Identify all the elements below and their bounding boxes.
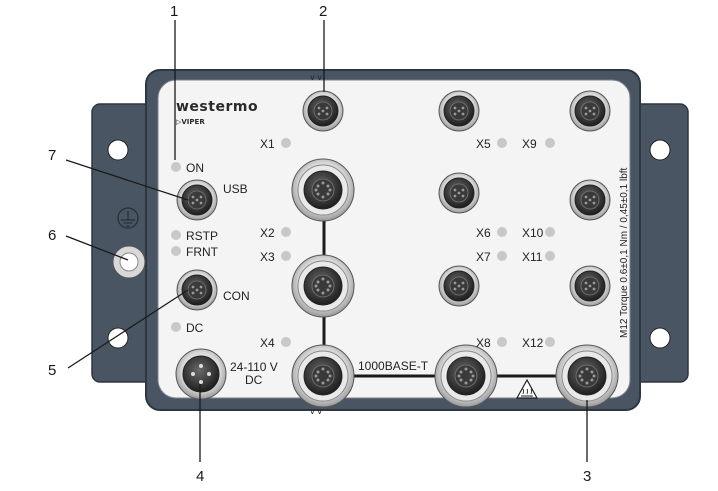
svg-text:v v: v v <box>310 407 322 416</box>
label-x1: X1 <box>260 137 275 151</box>
label-x5: X5 <box>476 137 491 151</box>
port-x8-connector <box>434 344 498 408</box>
led-x2 <box>281 227 291 237</box>
leds <box>171 138 555 347</box>
label-x3: X3 <box>260 250 275 264</box>
label-frnt: FRNT <box>186 245 219 259</box>
port-x2-connector <box>291 158 355 222</box>
callout-4: 4 <box>196 468 204 485</box>
led-rstp <box>171 230 181 240</box>
mount-hole <box>107 139 129 161</box>
callout-6: 6 <box>48 227 56 244</box>
label-x7: X7 <box>476 250 491 264</box>
housing: v v v v <box>91 69 689 416</box>
mount-hole <box>649 139 671 161</box>
led-x1 <box>281 138 291 148</box>
led-x4 <box>281 337 291 347</box>
port-x9-connector <box>569 90 611 132</box>
label-x4: X4 <box>260 336 275 350</box>
led-x10 <box>545 227 555 237</box>
label-power-type: DC <box>245 373 263 387</box>
label-usb: USB <box>223 182 248 196</box>
label-x8: X8 <box>476 336 491 350</box>
label-x11: X11 <box>522 250 543 264</box>
callout-3: 3 <box>583 468 591 485</box>
led-x3 <box>281 251 291 261</box>
led-x6 <box>497 227 507 237</box>
label-dc: DC <box>186 321 204 335</box>
bus-label: 1000BASE-T <box>358 359 429 373</box>
led-x11 <box>545 251 555 261</box>
led-dc <box>171 322 181 332</box>
port-x1-connector <box>302 90 344 132</box>
label-x6: X6 <box>476 226 491 240</box>
port-x10-connector <box>569 179 611 221</box>
front-panel <box>157 79 631 399</box>
label-x12: X12 <box>522 336 544 350</box>
led-frnt <box>171 246 181 256</box>
label-power-voltage: 24-110 V <box>230 360 278 374</box>
led-on <box>171 162 181 172</box>
led-x7 <box>497 251 507 261</box>
callout-5: 5 <box>48 362 56 379</box>
led-x9 <box>545 138 555 148</box>
console-connector <box>176 269 218 311</box>
led-x5 <box>497 138 507 148</box>
usb-connector <box>176 179 218 221</box>
port-x7-connector <box>438 265 480 307</box>
torque-note: M12 Torque 0.6±0,1 Nm / 0,45±0,1 lbft <box>619 167 630 338</box>
port-x6-connector <box>438 172 480 214</box>
brand-model: ▷VIPER <box>176 118 205 126</box>
port-x12-connector <box>555 344 619 408</box>
label-rstp: RSTP <box>186 229 218 243</box>
led-x8 <box>497 337 507 347</box>
svg-text:v v: v v <box>310 73 322 82</box>
port-x4-connector <box>291 344 355 408</box>
port-x3-connector <box>291 254 355 318</box>
hot-surface-warning-icon <box>515 378 539 399</box>
label-x9: X9 <box>522 137 537 151</box>
led-x12 <box>545 337 555 347</box>
callout-7: 7 <box>48 147 56 164</box>
callout-1: 1 <box>170 3 178 20</box>
power-connector <box>175 348 227 400</box>
mount-hole <box>649 327 671 349</box>
label-con: CON <box>223 289 250 303</box>
leader-lines <box>65 20 588 462</box>
callout-2: 2 <box>319 3 327 20</box>
label-on: ON <box>186 161 204 175</box>
label-x10: X10 <box>522 226 544 240</box>
label-x2: X2 <box>260 226 275 240</box>
port-x5-connector <box>438 90 480 132</box>
port-x11-connector <box>569 265 611 307</box>
ground-icon <box>117 207 139 229</box>
brand-name: westermo <box>176 99 258 115</box>
